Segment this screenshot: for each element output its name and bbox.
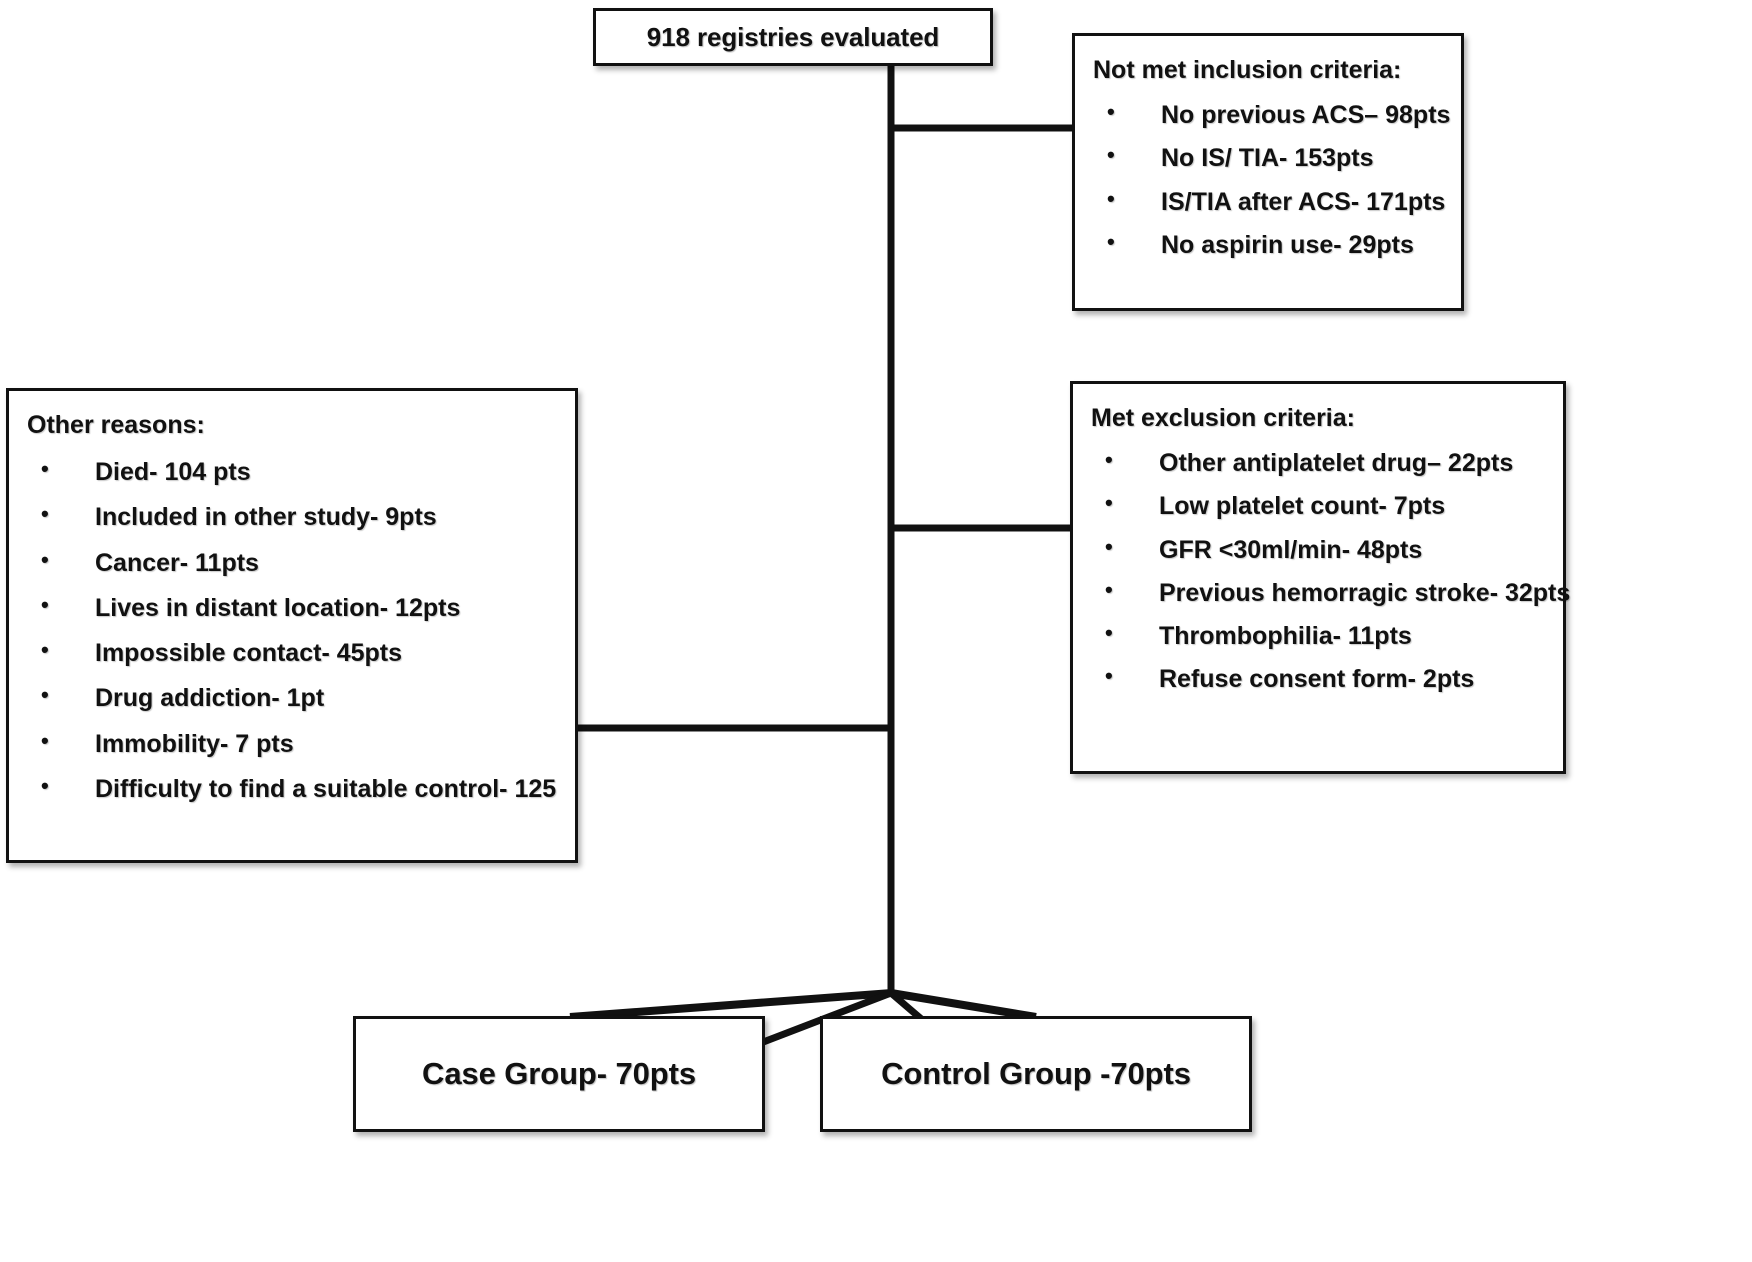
list-item: Cancer- 11pts xyxy=(27,547,557,575)
fork-right xyxy=(890,989,1037,1021)
other-reasons-box: Other reasons: Died- 104 pts Included in… xyxy=(6,388,578,863)
list-item: No previous ACS– 98pts xyxy=(1093,100,1450,128)
control-group-box: Control Group -70pts xyxy=(820,1016,1252,1132)
list-item: GFR <30ml/min- 48pts xyxy=(1091,534,1545,562)
list-item: No IS/ TIA- 153pts xyxy=(1093,143,1443,171)
top-box: 918 registries evaluated xyxy=(593,8,993,66)
list-item: Previous hemorragic stroke- 32pts xyxy=(1091,578,1570,606)
top-box-label: 918 registries evaluated xyxy=(646,21,940,52)
exclusion-heading: Met exclusion criteria: xyxy=(1091,404,1355,432)
list-item: No aspirin use- 29pts xyxy=(1093,230,1443,258)
list-item: Refuse consent form- 2pts xyxy=(1091,664,1545,692)
list-item: Impossible contact- 45pts xyxy=(27,638,557,666)
list-item: Drug addiction- 1pt xyxy=(27,683,557,711)
list-item: Low platelet count- 7pts xyxy=(1091,491,1545,519)
case-group-box: Case Group- 70pts xyxy=(353,1016,765,1132)
exclusion-list: Other antiplatelet drug– 22pts Low plate… xyxy=(1091,448,1570,693)
fork-left xyxy=(569,989,892,1021)
other-reasons-heading: Other reasons: xyxy=(27,411,205,439)
list-item: Difficulty to find a suitable control- 1… xyxy=(27,774,557,802)
inclusion-heading: Not met inclusion criteria: xyxy=(1093,56,1402,84)
other-reasons-list: Died- 104 pts Included in other study- 9… xyxy=(27,457,557,802)
control-group-label: Control Group -70pts xyxy=(881,1056,1191,1091)
list-item: Thrombophilia- 11pts xyxy=(1091,621,1545,649)
inclusion-list: No previous ACS– 98pts No IS/ TIA- 153pt… xyxy=(1093,100,1450,258)
list-item: IS/TIA after ACS- 171pts xyxy=(1093,186,1445,214)
list-item: Died- 104 pts xyxy=(27,457,557,485)
inclusion-criteria-box: Not met inclusion criteria: No previous … xyxy=(1072,33,1464,311)
list-item: Lives in distant location- 12pts xyxy=(27,593,557,621)
exclusion-criteria-box: Met exclusion criteria: Other antiplatel… xyxy=(1070,381,1570,774)
list-item: Immobility- 7 pts xyxy=(27,728,557,756)
case-group-label: Case Group- 70pts xyxy=(422,1056,696,1091)
list-item: Included in other study- 9pts xyxy=(27,502,557,530)
list-item: Other antiplatelet drug– 22pts xyxy=(1091,448,1545,476)
